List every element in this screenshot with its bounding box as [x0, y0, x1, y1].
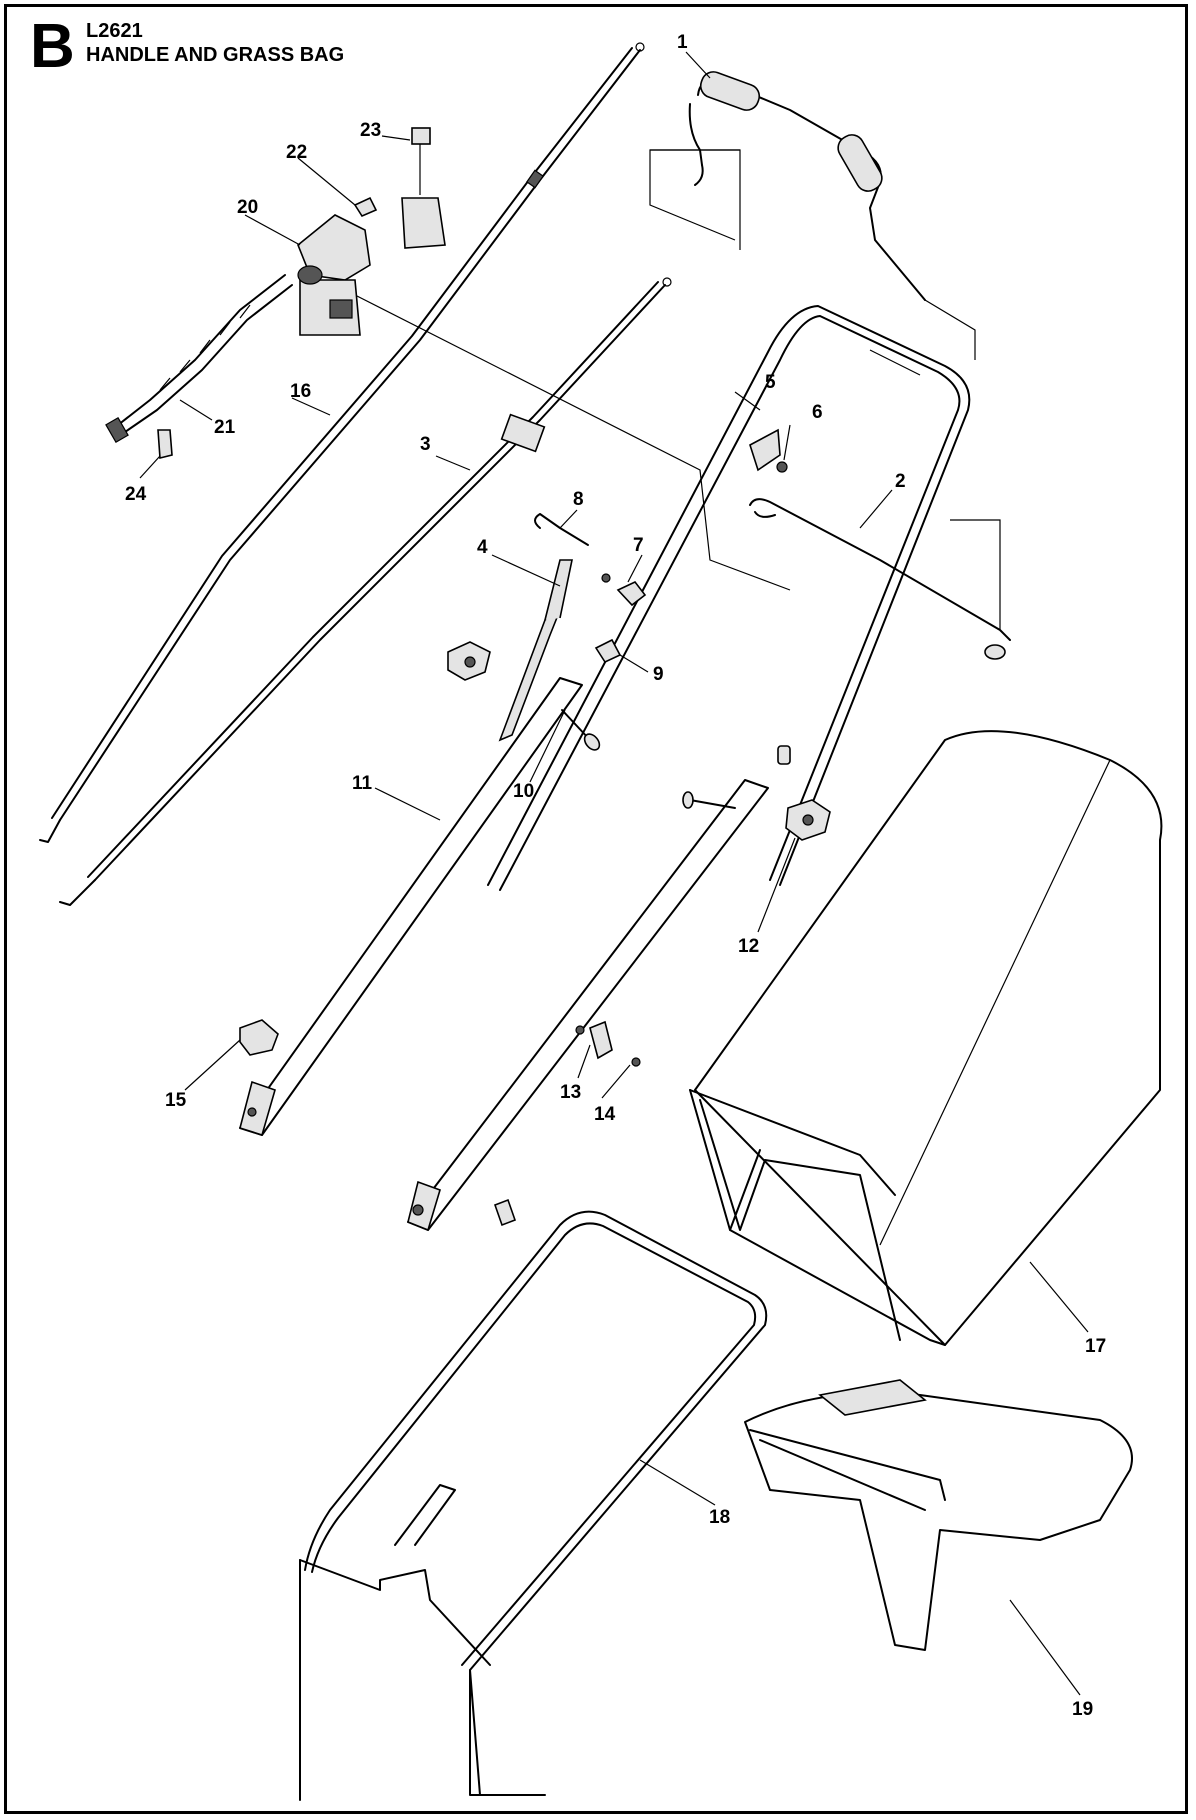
upper-handle-grip-part: [649, 71, 976, 360]
callout-22: 22: [286, 142, 307, 163]
control-cable-16-part: [39, 42, 645, 843]
leader-lines: [139, 51, 1089, 1696]
knob-15-part: [239, 1019, 279, 1056]
bag-hook-rod-part: [749, 498, 1011, 660]
callout-13: 13: [560, 1082, 581, 1103]
spiral-cable-21-part: [105, 274, 293, 443]
callout-labels: 1 2 3 4 5 6 7 8 9 10 11 12 13 14 15 16 1…: [125, 32, 1106, 1720]
callout-5: 5: [765, 372, 776, 393]
handle-bracket-4-part: [498, 559, 573, 742]
callout-16: 16: [290, 381, 311, 402]
grass-bag-17-part: [689, 730, 1163, 1346]
callout-11: 11: [352, 773, 373, 794]
callout-8: 8: [573, 489, 584, 510]
cam-lever-13-part: [575, 1020, 613, 1060]
callout-18: 18: [709, 1507, 730, 1528]
upper-star-knob-part: [447, 641, 491, 681]
knob-12-part: [785, 799, 831, 841]
callout-3: 3: [420, 434, 431, 455]
cable-guide-5-part: [749, 428, 781, 472]
callout-14: 14: [594, 1104, 616, 1125]
callout-4: 4: [477, 537, 488, 558]
callout-15: 15: [165, 1090, 187, 1111]
callout-23: 23: [360, 120, 381, 141]
knob-9-part: [594, 638, 622, 664]
charger-23-part: [401, 127, 446, 249]
deflector-19-part: [744, 1379, 1133, 1651]
screw-6-part: [776, 461, 788, 473]
main-handle-frame-part: [487, 305, 971, 891]
callout-10: 10: [513, 781, 534, 802]
screw-14-part: [631, 1057, 641, 1067]
model-number: L2621: [86, 20, 143, 42]
battery-module-20-part: [297, 214, 371, 336]
callout-7: 7: [633, 535, 644, 556]
callout-9: 9: [653, 664, 664, 685]
clip-24-part: [157, 429, 173, 460]
cam-lever-7-part: [601, 573, 647, 607]
callout-24: 24: [125, 484, 147, 505]
diagram-frame: [4, 4, 1188, 1814]
control-cable-3-part: [59, 277, 672, 906]
lower-bolt-part: [682, 791, 736, 809]
lower-tube-11-part: [239, 677, 583, 1137]
callout-2: 2: [895, 471, 906, 492]
callout-17: 17: [1085, 1336, 1106, 1357]
bolt-10-part: [561, 709, 601, 751]
section-letter: B: [30, 12, 75, 81]
callout-19: 19: [1072, 1699, 1093, 1720]
lower-tube-right-part: [407, 745, 791, 1232]
callout-20: 20: [237, 197, 258, 218]
callout-21: 21: [214, 417, 236, 438]
spring-8-part: [534, 513, 589, 546]
bag-frame-18-part: [299, 1210, 768, 1801]
callout-1: 1: [677, 32, 688, 53]
plug-22-part: [353, 196, 378, 218]
callout-12: 12: [738, 936, 759, 957]
callout-6: 6: [812, 402, 823, 423]
diagram-title: HANDLE AND GRASS BAG: [86, 44, 345, 66]
